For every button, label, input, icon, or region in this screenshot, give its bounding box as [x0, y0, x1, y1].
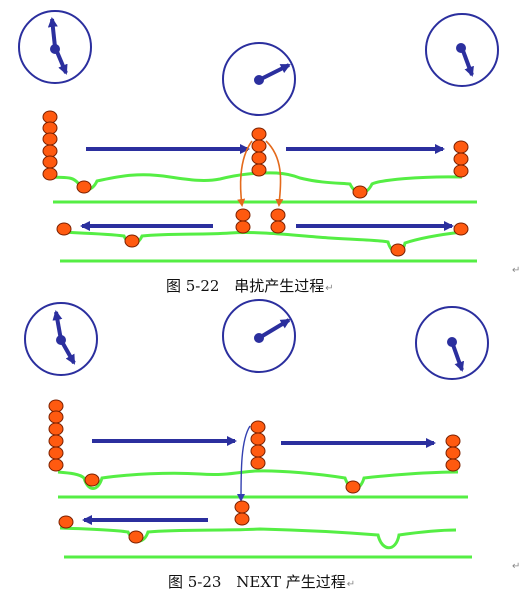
figure-5-22: [18, 10, 499, 263]
clock-right-icon: [415, 306, 489, 380]
caption-text: 串扰产生过程: [234, 277, 325, 295]
figure-5-23: [24, 299, 489, 559]
paragraph-mark: ↵: [325, 283, 334, 294]
charge-stack-source: [48, 399, 64, 472]
wire-pair-upper: [52, 171, 477, 204]
charge-stack-middle: [251, 127, 267, 177]
clock-left-icon: [18, 10, 92, 84]
figure-caption: 图 5-22 串扰产生过程↵: [166, 275, 334, 296]
charge-stack-middle: [250, 420, 266, 470]
charge-stack-receiver: [445, 434, 461, 472]
next-coupling-arrow: [237, 425, 251, 502]
clock-right-icon: [425, 13, 499, 87]
coupling-arrow-right: [265, 140, 284, 207]
coupled-charges: [235, 208, 286, 234]
caption-number: 图 5-22: [166, 277, 220, 295]
paragraph-mark: ↵: [512, 265, 521, 276]
caption-number: 图 5-23: [168, 573, 222, 591]
paragraph-mark: ↵: [346, 579, 356, 590]
clock-center-icon: [222, 42, 296, 116]
clock-center-icon: [222, 299, 296, 373]
wire-pair-upper: [57, 469, 468, 499]
wire-pair-lower: [59, 230, 477, 263]
charge-dips: [58, 473, 361, 544]
charge-stack-source: [42, 110, 58, 181]
coupling-arrow-left: [237, 140, 253, 207]
coupled-charges: [234, 500, 250, 526]
wire-pair-lower: [59, 526, 472, 559]
figure-caption: 图 5-23 NEXT 产生过程↵: [168, 571, 355, 592]
paragraph-mark: ↵: [512, 561, 521, 572]
caption-text: NEXT 产生过程: [236, 573, 346, 591]
clock-left-icon: [24, 302, 98, 376]
charge-dip-1: [56, 180, 469, 257]
charge-stack-receiver: [453, 140, 469, 178]
